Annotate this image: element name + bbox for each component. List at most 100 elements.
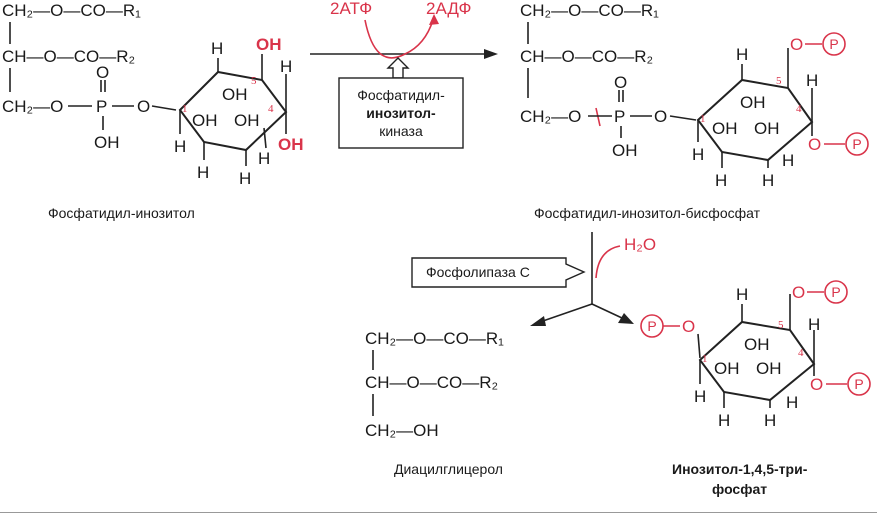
ip3-c3-oh: OH [756,359,782,378]
ip3-c1-o-bond [697,333,701,359]
cofactor-atp: 2АТФ [330,0,372,18]
caption-diacylglycerol: Диацилглицерол [394,461,503,477]
ring-c6-h: H [211,39,223,58]
pip2-c4-h2: H [782,151,794,170]
dag-c3: CH₂—OH [365,421,439,440]
ring-c2-oh: OH [192,111,218,130]
ip3-molecule: P O 1 4 5 H O P H O P OH OH OH H H H H [640,280,871,430]
ip3-phosphate-c1-symbol: P [647,318,656,334]
atp-adp-curved-arrow [364,19,434,59]
water-label: H₂O [624,235,656,254]
kinase-line-1: Фосфатидил- [357,87,445,103]
split-left-arm [539,303,593,323]
ip3-phosphate-c5 [824,280,848,304]
caption-ip3-line-2: фосфат [712,481,767,497]
glycerol-c1-label: CH₂—O—CO—R₁ [2,1,141,20]
ip3-c4-o: O [810,375,823,394]
ring-c5-oh-red: OH [256,35,282,54]
phosphatidyl-inositol-molecule: CH₂—O—CO—R₁ CH—O—CO—R₂ CH₂—O P O OH O 1 … [2,1,304,188]
pip2-molecule: CH₂—O—CO—R₁ CH—O—CO—R₂ CH₂—O P O OH O 1 … [520,1,869,190]
pip2-c5-o: O [790,35,803,54]
ip3-c6-oh: OH [744,335,770,354]
pip2-c1-h: H [692,145,704,164]
pip2-phosphate-c5-symbol: P [829,36,838,52]
pip2-phosphate-c4-symbol: P [852,136,861,152]
ring-c6-oh: OH [222,85,248,104]
ip3-phosphate-c4 [847,372,871,396]
main-arrow-head [484,49,498,59]
carbon-4-number: 4 [268,103,274,115]
ip3-c1-o: O [682,317,695,336]
dag-c1: CH₂—O—CO—R₁ [365,329,504,348]
bottom-divider [0,512,877,513]
split-right-arm [591,303,623,319]
pip2-ester-o: O [654,107,667,126]
ip3-carbon-5: 5 [778,319,784,331]
pip2-phosphate-c5 [822,32,846,56]
ip3-c3-h: H [764,411,776,430]
kinase-reaction-arrow: 2АТФ 2АДФ [310,0,498,79]
ip3-c4-h2: H [786,393,798,412]
pip2-o-ring-bond [669,115,697,121]
ring-c1-h: H [174,137,186,156]
pip2-c4-o: O [808,135,821,154]
phospholipase-reaction: H₂O Фосфолипаза С [411,232,656,326]
carbon-1-number: 1 [182,103,188,115]
pip2-cleavage-mark [595,107,601,127]
pip2-c4-h: H [806,71,818,90]
pip2-c2-oh: OH [712,119,738,138]
ester-oxygen-label: O [137,97,150,116]
ip3-c1-h: H [694,387,706,406]
ip3-c5-o: O [792,283,805,302]
glycerol-c2-label: CH—O—CO—R₂ [2,47,135,66]
ring-c3-h: H [239,169,251,188]
atp-adp-arrowhead [429,14,439,25]
split-left-head [530,316,546,326]
ip3-carbon-1: 1 [702,353,708,365]
ring-c4-h: H [280,57,292,76]
ip3-c2-oh: OH [714,359,740,378]
kinase-line-3: киназа [379,123,423,139]
ip3-c4-h: H [808,315,820,334]
pip2-glycerol-c1: CH₂—O—CO—R₁ [520,1,659,20]
ring-c2-h: H [197,163,209,182]
ring-c3-oh: OH [234,111,260,130]
pip2-carbon-1: 1 [700,113,706,125]
glycerol-c3-label: CH₂—O [2,97,63,116]
pip2-c3-oh: OH [754,119,780,138]
kinase-enzyme-box [338,77,464,149]
ip3-c2-h: H [718,411,730,430]
caption-ip3-line-1: Инозитол-1,4,5-три- [672,461,808,477]
pip2-c6-oh: OH [740,93,766,112]
ip3-c6-h: H [736,285,748,304]
enzyme-pointer-arrow [386,57,410,79]
diacylglycerol-molecule: CH₂—O—CO—R₁ CH—O—CO—R₂ CH₂—OH [365,329,504,440]
pip2-c2-h: H [715,171,727,190]
ip3-phosphate-c4-symbol: P [854,376,863,392]
ip3-phosphate-c5-symbol: P [831,284,840,300]
pip2-c6-h: H [736,45,748,64]
pip2-c3-h: H [762,171,774,190]
pip2-phosphate-c4 [845,132,869,156]
phospholipase-box [411,257,586,288]
pip2-carbon-4: 4 [796,103,802,115]
ring-c4-oh-red: OH [278,135,304,154]
caption-pip2: Фосфатидил-инозитол-бисфосфат [534,205,761,221]
carbon-5-number: 5 [251,75,257,87]
ring-c4-h2-bond [263,127,267,149]
pip2-glycerol-c2: CH—O—CO—R₂ [520,47,653,66]
water-curved-arrow [595,245,621,279]
kinase-line-2: инозитол- [366,105,436,121]
phosphate-oh-label: OH [94,133,120,152]
phospholipase-label: Фосфолипаза С [426,264,530,280]
caption-phosphatidyl-inositol: Фосфатидил-инозитол [48,205,195,221]
o-ring-bond [151,105,177,111]
ring-c4-h2: H [258,149,270,168]
split-right-head [618,313,634,324]
pip2-phosphoryl-o: O [614,73,627,92]
cofactor-adp: 2АДФ [426,0,471,18]
pip2-glycerol-c3: CH₂—O [520,107,581,126]
phosphorus-label: P [96,97,107,116]
ip3-carbon-4: 4 [798,347,804,359]
